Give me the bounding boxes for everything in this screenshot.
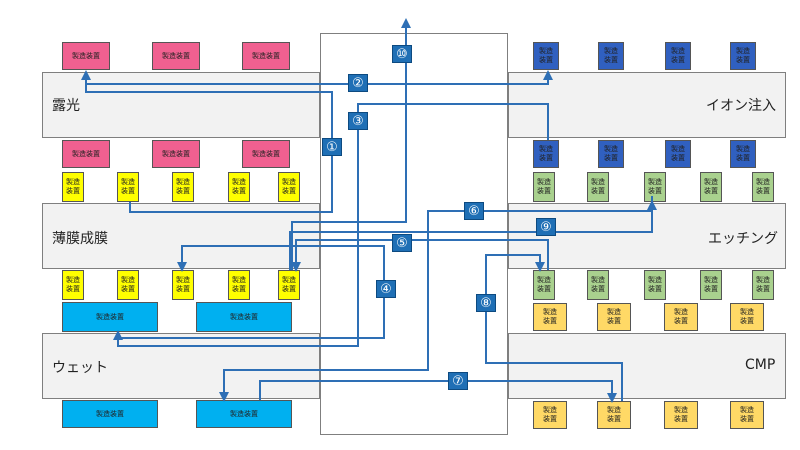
equipment-ion-implant: 製造 装置 bbox=[598, 140, 624, 168]
equipment-etching: 製造 装置 bbox=[533, 172, 555, 202]
equipment-etching: 製造 装置 bbox=[700, 270, 722, 300]
equipment-etching: 製造 装置 bbox=[587, 172, 609, 202]
equipment-etching: 製造 装置 bbox=[644, 270, 666, 300]
bay-wet bbox=[42, 333, 320, 399]
equipment-ion-implant: 製造 装置 bbox=[598, 42, 624, 70]
step-badge-4: ④ bbox=[376, 280, 396, 298]
step-badge-6: ⑥ bbox=[464, 202, 484, 220]
equipment-thin-film: 製造 装置 bbox=[278, 172, 300, 202]
bay-label-wet: ウェット bbox=[52, 360, 108, 376]
route-1 bbox=[81, 70, 333, 213]
equipment-etching: 製造 装置 bbox=[587, 270, 609, 300]
equipment-wet: 製造装置 bbox=[62, 302, 158, 332]
equipment-thin-film: 製造 装置 bbox=[62, 270, 84, 300]
equipment-thin-film: 製造 装置 bbox=[117, 172, 139, 202]
bay-label-exposure: 露光 bbox=[52, 98, 80, 114]
equipment-cmp: 製造 装置 bbox=[664, 401, 698, 429]
equipment-cmp: 製造 装置 bbox=[730, 303, 764, 331]
equipment-etching: 製造 装置 bbox=[644, 172, 666, 202]
equipment-etching: 製造 装置 bbox=[752, 270, 774, 300]
route-5 bbox=[289, 200, 657, 270]
equipment-thin-film: 製造 装置 bbox=[228, 270, 250, 300]
equipment-ion-implant: 製造 装置 bbox=[665, 42, 691, 70]
equipment-wet: 製造装置 bbox=[62, 400, 158, 428]
equipment-thin-film: 製造 装置 bbox=[172, 172, 194, 202]
step-badge-3: ③ bbox=[348, 112, 368, 130]
equipment-cmp: 製造 装置 bbox=[533, 401, 567, 429]
route-7 bbox=[259, 380, 617, 403]
central-aisle bbox=[320, 33, 508, 435]
equipment-exposure: 製造装置 bbox=[242, 140, 290, 168]
route-4 bbox=[118, 245, 385, 339]
bay-label-cmp: CMP bbox=[745, 357, 776, 373]
bay-label-thin-film: 薄膜成膜 bbox=[52, 231, 108, 247]
route-9 bbox=[291, 239, 549, 272]
equipment-thin-film: 製造 装置 bbox=[228, 172, 250, 202]
equipment-exposure: 製造装置 bbox=[62, 42, 110, 70]
equipment-cmp: 製造 装置 bbox=[664, 303, 698, 331]
equipment-thin-film: 製造 装置 bbox=[117, 270, 139, 300]
equipment-cmp: 製造 装置 bbox=[597, 303, 631, 331]
step-badge-2: ② bbox=[348, 74, 368, 92]
bay-label-ion-implant: イオン注入 bbox=[706, 98, 776, 114]
equipment-ion-implant: 製造 装置 bbox=[730, 140, 756, 168]
step-badge-8: ⑧ bbox=[476, 294, 496, 312]
bay-cmp bbox=[508, 333, 786, 399]
step-badge-10: ⑩ bbox=[392, 45, 412, 63]
equipment-exposure: 製造装置 bbox=[152, 140, 200, 168]
route-10 bbox=[291, 18, 411, 270]
equipment-ion-implant: 製造 装置 bbox=[533, 42, 559, 70]
step-badge-1: ① bbox=[322, 138, 342, 156]
equipment-exposure: 製造装置 bbox=[62, 140, 110, 168]
equipment-ion-implant: 製造 装置 bbox=[730, 42, 756, 70]
route-6 bbox=[219, 196, 653, 402]
equipment-ion-implant: 製造 装置 bbox=[533, 140, 559, 168]
step-badge-7: ⑦ bbox=[448, 372, 468, 390]
equipment-ion-implant: 製造 装置 bbox=[665, 140, 691, 168]
step-badge-5: ⑤ bbox=[392, 234, 412, 252]
equipment-etching: 製造 装置 bbox=[700, 172, 722, 202]
equipment-thin-film: 製造 装置 bbox=[62, 172, 84, 202]
route-2 bbox=[86, 70, 553, 85]
bay-label-etching: エッチング bbox=[708, 231, 778, 247]
equipment-thin-film: 製造 装置 bbox=[172, 270, 194, 300]
equipment-wet: 製造装置 bbox=[196, 400, 292, 428]
equipment-wet: 製造装置 bbox=[196, 302, 292, 332]
equipment-etching: 製造 装置 bbox=[752, 172, 774, 202]
equipment-thin-film: 製造 装置 bbox=[278, 270, 300, 300]
bay-ion-implant bbox=[508, 72, 786, 138]
equipment-cmp: 製造 装置 bbox=[533, 303, 567, 331]
bay-etching bbox=[508, 203, 786, 269]
route-3 bbox=[113, 103, 549, 347]
equipment-exposure: 製造装置 bbox=[152, 42, 200, 70]
step-badge-9: ⑨ bbox=[536, 218, 556, 236]
route-8 bbox=[485, 254, 623, 401]
equipment-cmp: 製造 装置 bbox=[730, 401, 764, 429]
equipment-exposure: 製造装置 bbox=[242, 42, 290, 70]
